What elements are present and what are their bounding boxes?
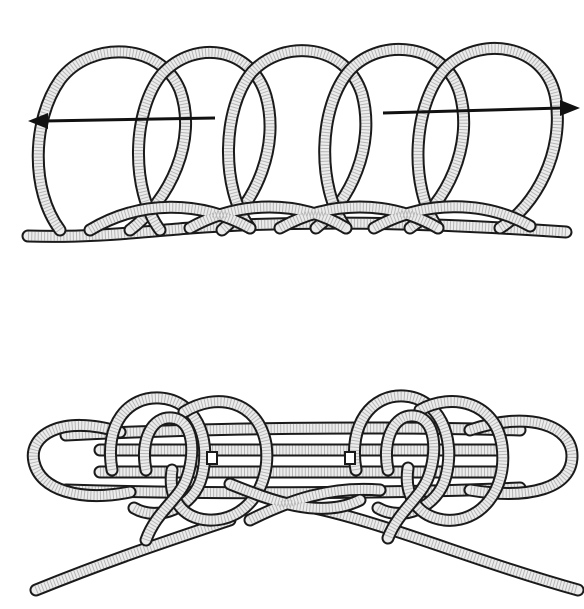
figure-background [0,0,584,609]
knot-diagram [0,0,584,609]
